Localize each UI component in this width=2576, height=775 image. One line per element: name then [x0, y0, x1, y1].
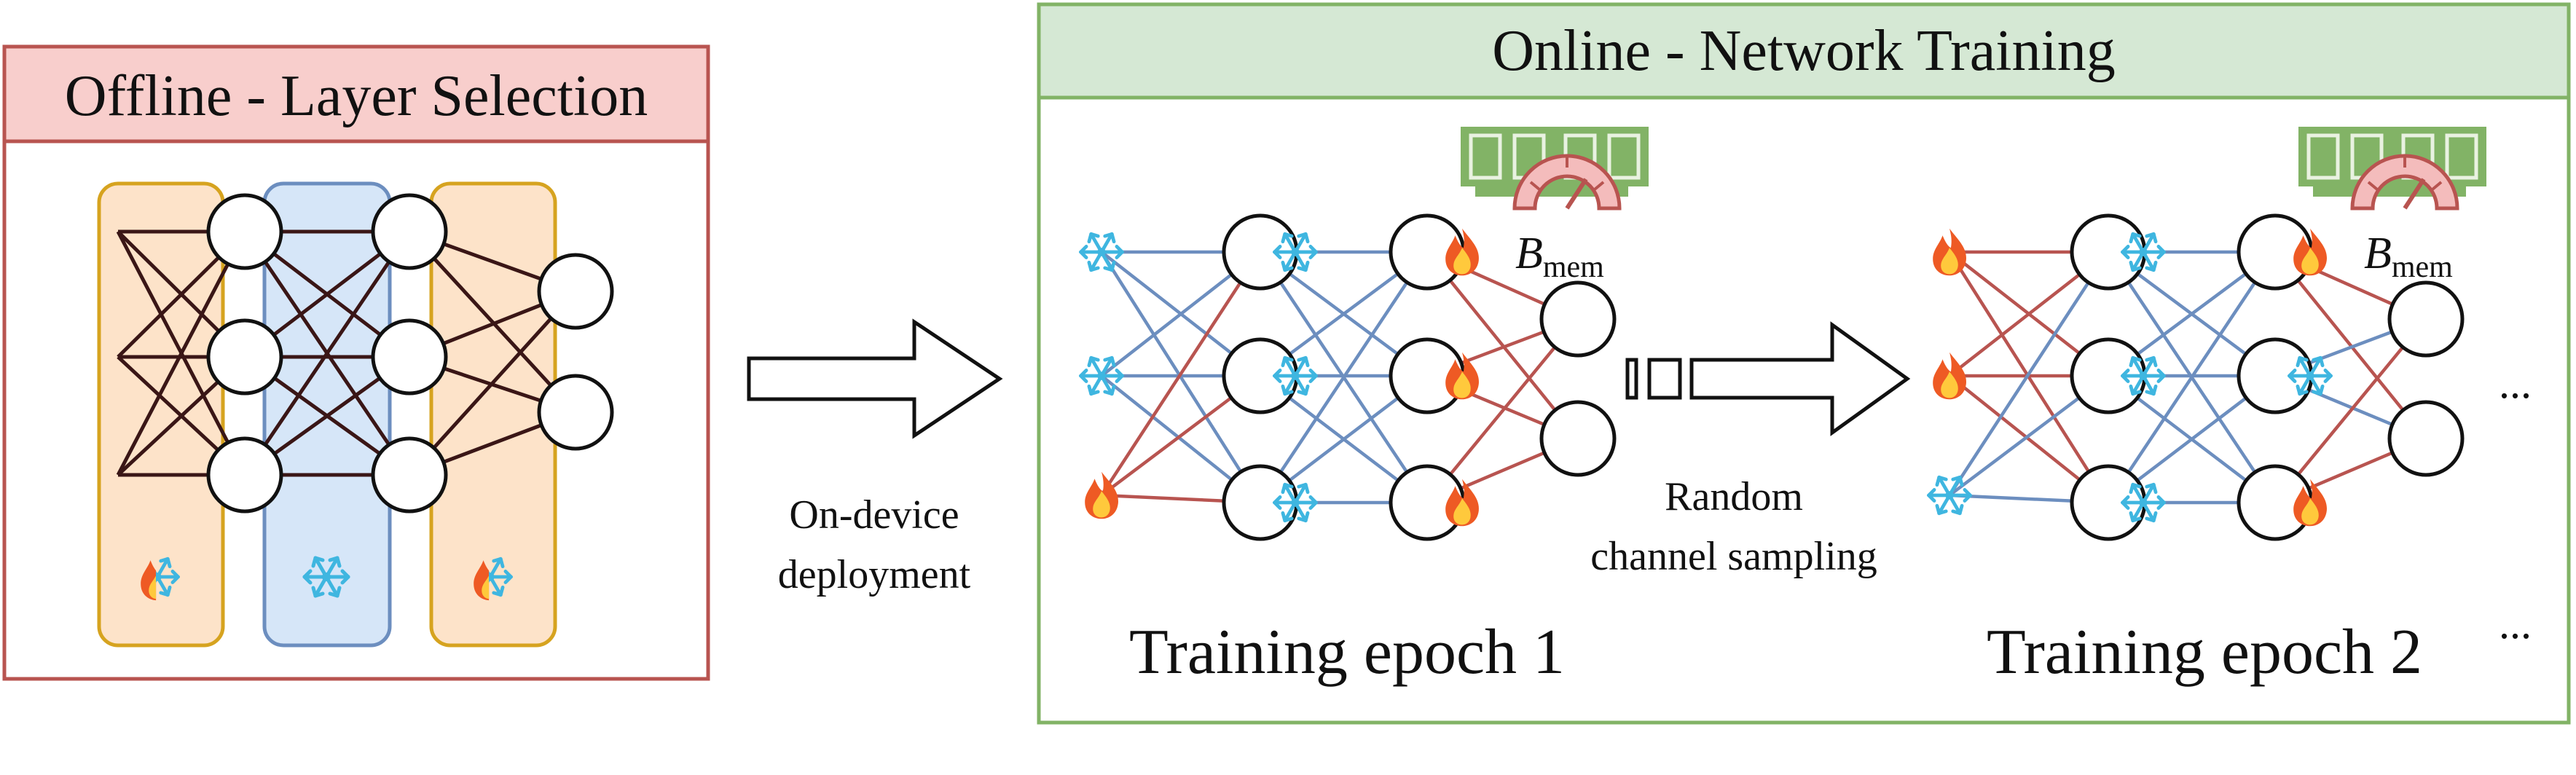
- deploy-label-line2: deployment: [778, 552, 971, 597]
- online-header: [1037, 2, 2571, 100]
- deploy-label-line1: On-device: [789, 492, 959, 538]
- offline-header: [2, 44, 710, 143]
- memory-budget-2: [2298, 127, 2486, 211]
- sampling-label-line2: channel sampling: [1590, 534, 1877, 579]
- neuron: [206, 318, 283, 396]
- deploy-arrow: On-device deployment: [747, 318, 1003, 597]
- neuron: [1539, 400, 1617, 477]
- neuron: [537, 374, 614, 451]
- neuron: [371, 436, 448, 514]
- neuron: [371, 318, 448, 396]
- budget-label-2: Bmem: [2364, 229, 2453, 284]
- neuron: [1539, 280, 1617, 358]
- sampling-arrow: Random channel sampling: [1590, 321, 1911, 579]
- edge: [116, 230, 247, 476]
- edge: [408, 290, 577, 476]
- edge: [2107, 251, 2277, 504]
- edge: [1426, 251, 1579, 440]
- epoch-2-label: Training epoch 2: [1987, 617, 2422, 688]
- epoch-1-label: Training epoch 1: [1129, 617, 1565, 688]
- neuron: [206, 436, 283, 514]
- edge: [1259, 251, 1429, 504]
- edge: [408, 230, 577, 414]
- neuron: [2387, 400, 2465, 477]
- offline-panel: Offline - Layer Selection: [2, 44, 710, 681]
- training-epoch-2: [1929, 213, 2465, 541]
- layer-box-1: [97, 181, 225, 648]
- edge: [2274, 251, 2427, 440]
- online-panel: Online - Network Training Bmem: [1037, 2, 2571, 725]
- neuron: [206, 193, 283, 270]
- sampling-label-line1: Random: [1665, 474, 1803, 519]
- offline-nodes: [206, 193, 614, 514]
- neurons: [1222, 213, 1617, 541]
- neuron: [537, 253, 614, 330]
- gauge-icon: [1512, 154, 1622, 211]
- edge: [2274, 318, 2427, 504]
- edge: [1426, 318, 1579, 504]
- continuation-ellipsis-1: ...: [2499, 359, 2532, 407]
- neuron: [371, 193, 448, 270]
- gauge-icon: [2350, 154, 2459, 211]
- edge: [1948, 251, 2110, 497]
- online-title: Online - Network Training: [1492, 19, 2116, 83]
- continuation-ellipsis-2: ...: [2499, 599, 2532, 648]
- edge: [1100, 251, 1262, 497]
- offline-title: Offline - Layer Selection: [65, 64, 648, 128]
- training-epoch-1: [1081, 213, 1617, 541]
- edge: [243, 230, 412, 476]
- memory-budget-1: [1461, 127, 1649, 211]
- neuron: [2387, 280, 2465, 358]
- budget-label-1: Bmem: [1515, 229, 1604, 284]
